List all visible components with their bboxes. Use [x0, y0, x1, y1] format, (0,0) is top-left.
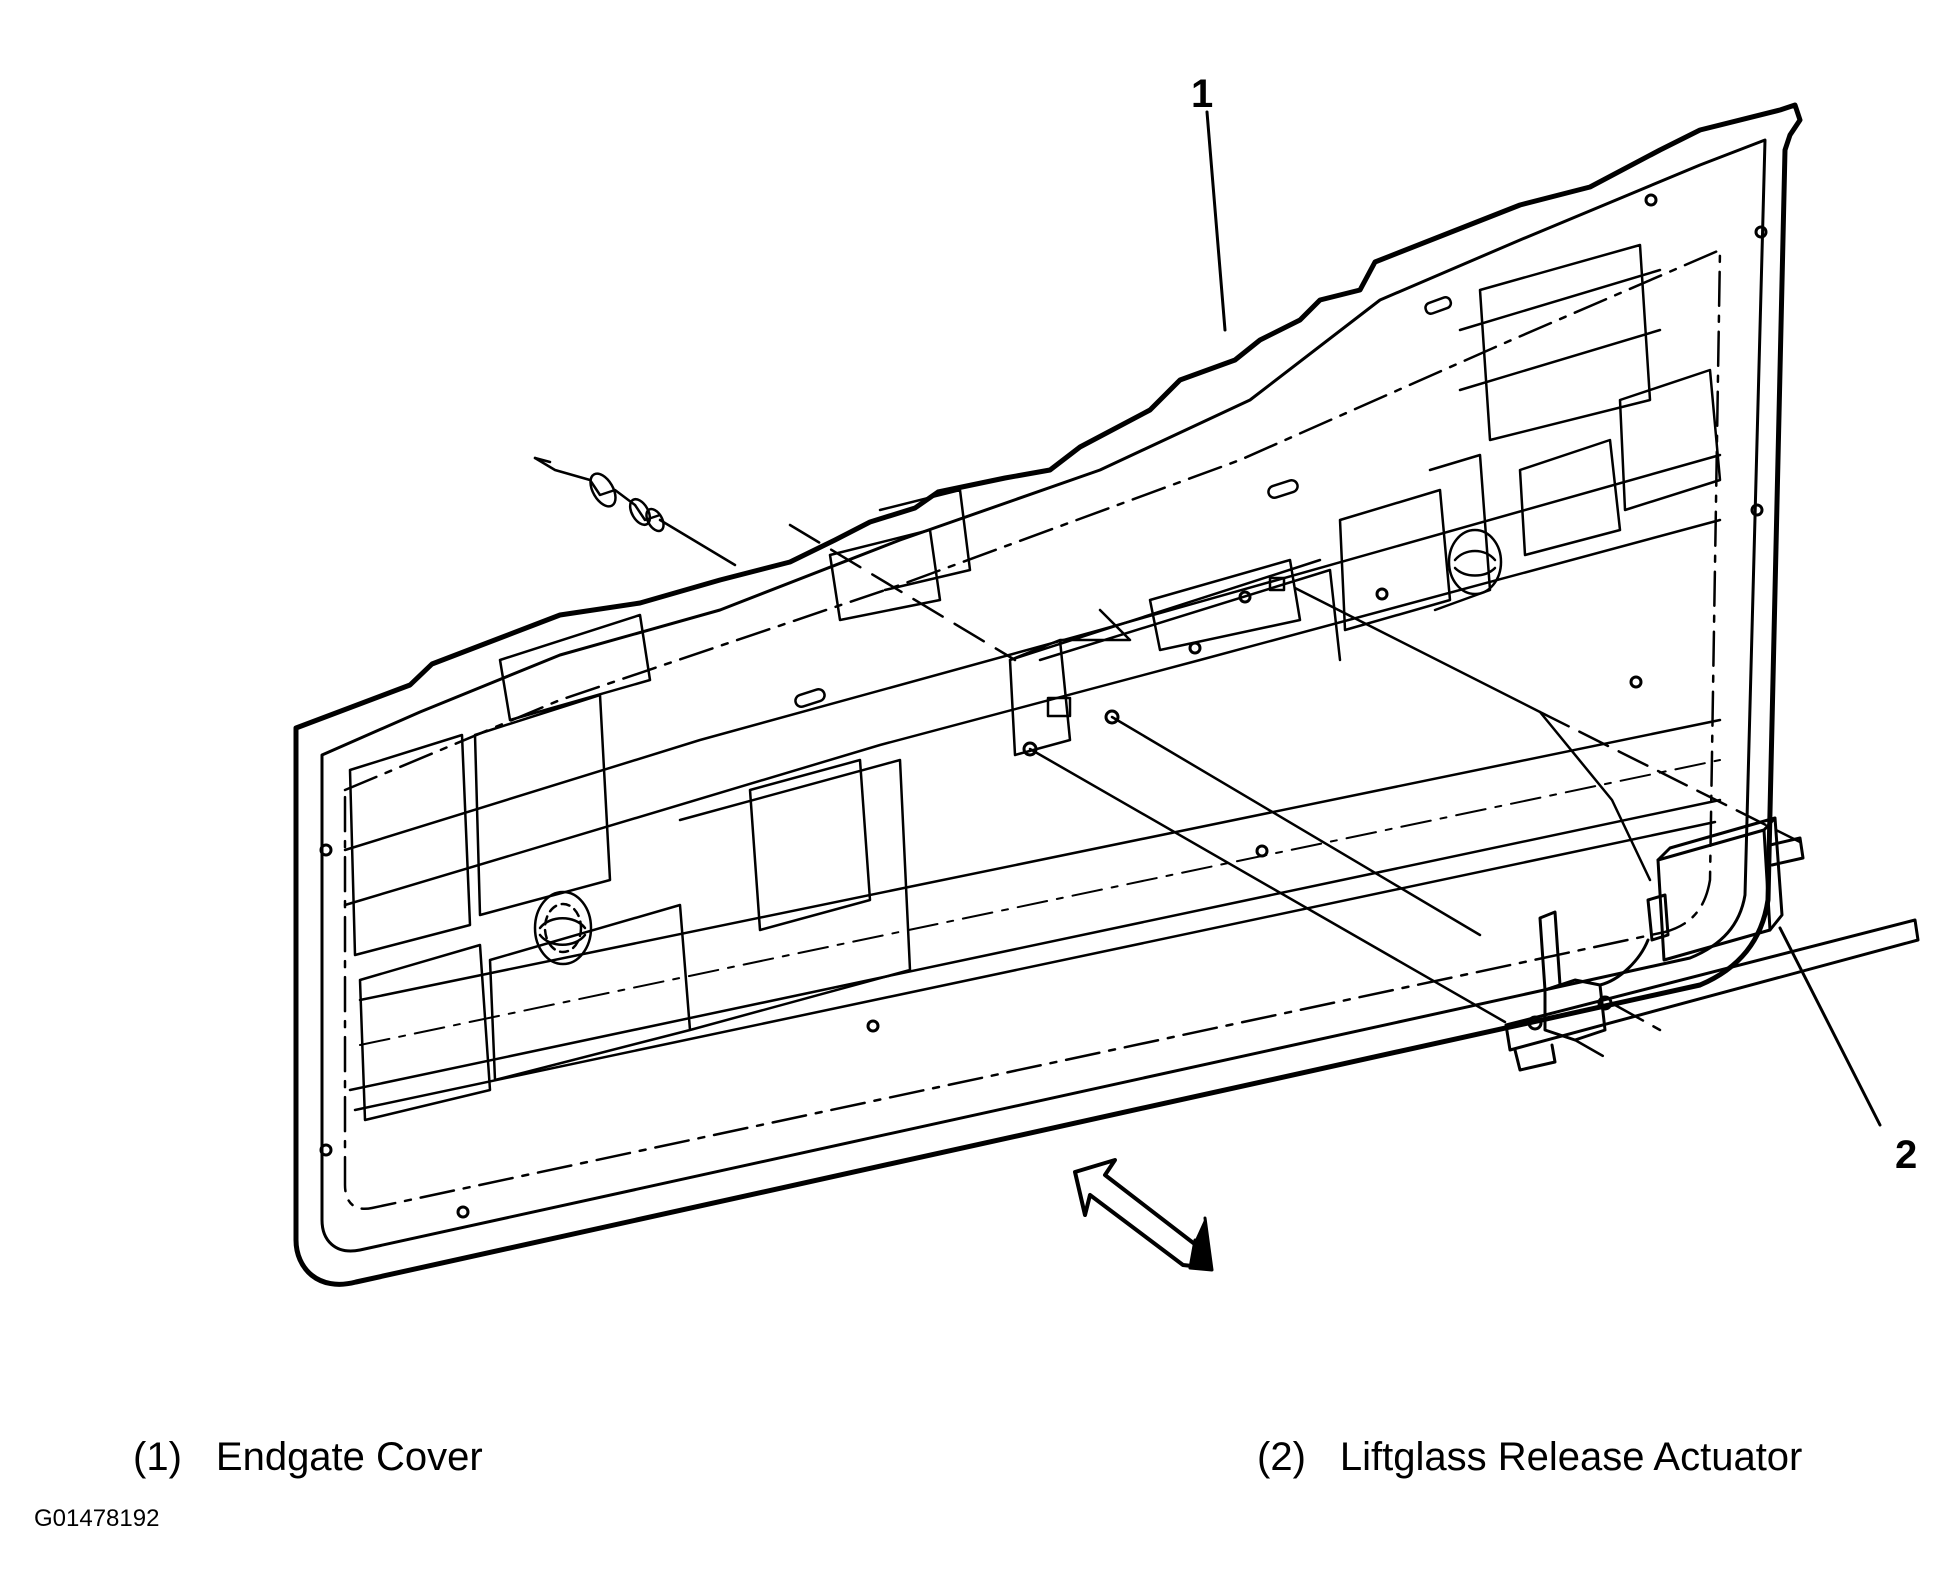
endgate-cover-outline — [293, 102, 1803, 1287]
panel-detail-right — [1338, 243, 1722, 632]
actuator-leader-lower — [1028, 747, 1507, 1024]
endgate-dashed-perimeter — [343, 248, 1722, 1211]
callout-1-label: 1 — [1191, 72, 1214, 116]
endgate-round-feature-left — [533, 890, 593, 966]
actuator-dashed-leaders — [1538, 710, 1802, 1062]
mounting-holes — [319, 193, 1768, 1219]
legend-text: Liftglass Release Actuator — [1339, 1435, 1803, 1479]
actuator-leader-middle — [1110, 715, 1482, 937]
endgate-middle-ribs — [343, 453, 1722, 907]
legend-number: (1) — [133, 1435, 182, 1479]
endgate-lower-beam — [348, 718, 1722, 1112]
endgate-lower-dashed — [359, 759, 1721, 1046]
legend-item-endgate-cover: (1) Endgate Cover — [133, 1437, 483, 1477]
liftglass-release-actuator-assembly — [1504, 816, 1920, 1072]
endgate-inner-rim — [320, 138, 1767, 1253]
view-direction-arrow-icon — [1073, 1158, 1214, 1272]
callout-1-leader — [1205, 110, 1227, 332]
callout-2-leader — [1778, 926, 1882, 1127]
callout-2-label: 2 — [1895, 1133, 1918, 1177]
panel-detail-left — [348, 613, 912, 1122]
push-pin-fastener — [533, 456, 665, 533]
legend-text: Endgate Cover — [215, 1435, 483, 1479]
slot-openings — [794, 296, 1453, 718]
legend-number: (2) — [1257, 1435, 1306, 1479]
endgate-round-feature-right — [1447, 528, 1503, 596]
figure-id: G01478192 — [34, 1505, 160, 1532]
panel-detail-center — [828, 488, 1342, 757]
legend-item-liftglass-release-actuator: (2) Liftglass Release Actuator — [1257, 1437, 1802, 1477]
actuator-leader-upper — [1293, 586, 1652, 882]
push-pin-dashed-leader — [788, 523, 1017, 662]
push-pin-leader — [658, 518, 737, 567]
